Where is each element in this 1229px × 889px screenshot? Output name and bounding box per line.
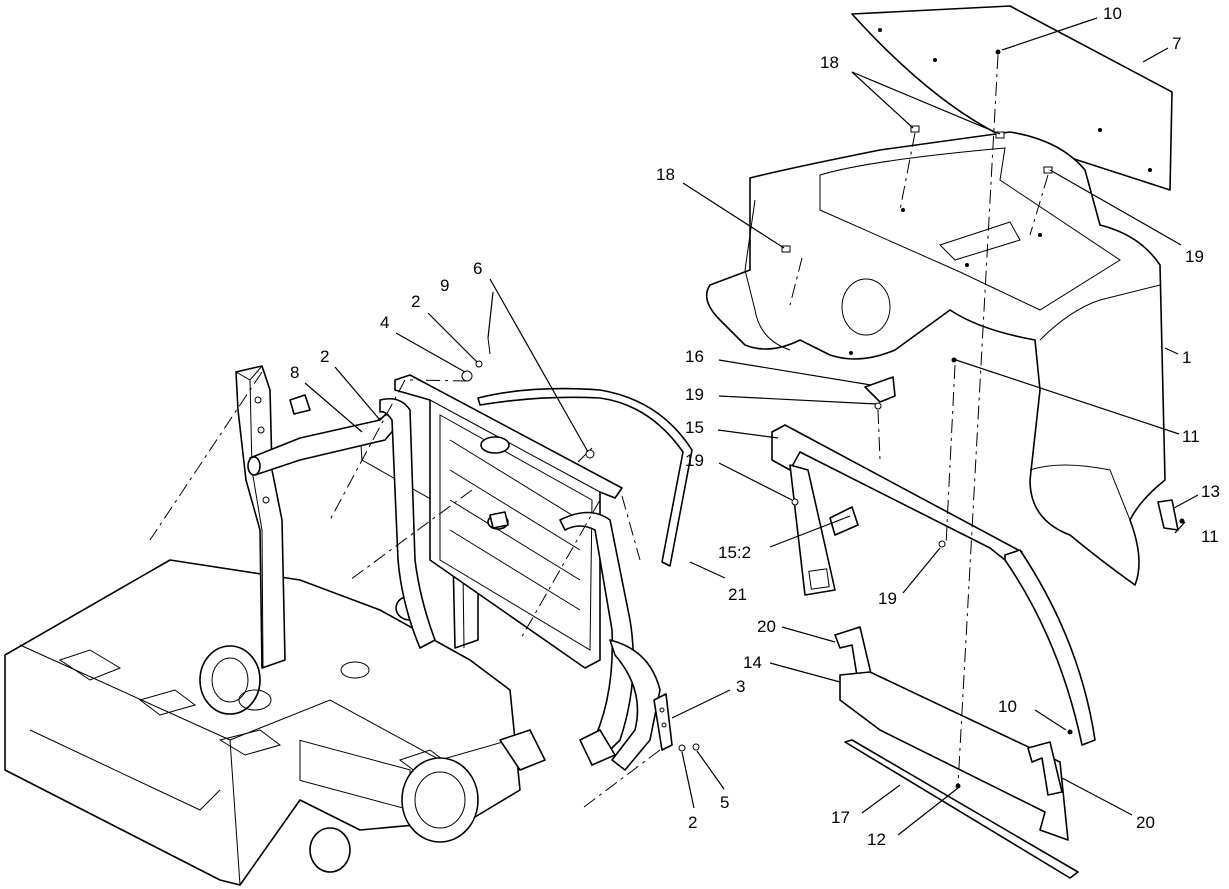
assembly-lines-right bbox=[789, 54, 1049, 786]
callout-21: 21 bbox=[728, 585, 747, 604]
part-14-lower-panel bbox=[839, 671, 1069, 841]
callout-13: 13 bbox=[1201, 482, 1220, 501]
callout-17: 17 bbox=[831, 808, 850, 827]
callout-3: 3 bbox=[736, 677, 745, 696]
callout-18-top: 18 bbox=[820, 53, 839, 72]
part-1-shroud bbox=[705, 131, 1166, 586]
callout-10-lower: 10 bbox=[998, 697, 1017, 716]
part-7-top-plate bbox=[851, 5, 1173, 191]
part-20-lower-clip bbox=[1027, 741, 1063, 796]
part-16-clip bbox=[864, 376, 896, 410]
callout-5: 5 bbox=[720, 793, 729, 812]
callout-16: 16 bbox=[685, 347, 704, 366]
callout-15-2: 15:2 bbox=[718, 543, 751, 562]
callout-7: 7 bbox=[1172, 34, 1181, 53]
callout-10-top: 10 bbox=[1103, 4, 1122, 23]
callout-2-mid: 2 bbox=[320, 347, 329, 366]
callout-6: 6 bbox=[473, 259, 482, 278]
callout-2-top: 2 bbox=[411, 292, 420, 311]
leader-lines bbox=[304, 17, 1199, 836]
callout-labels: 10 7 18 18 19 1 6 9 2 4 2 8 16 19 15 11 … bbox=[290, 4, 1220, 849]
callout-20-lower: 20 bbox=[1136, 813, 1155, 832]
chassis-frame bbox=[4, 365, 673, 886]
callout-18-left: 18 bbox=[656, 165, 675, 184]
callout-9: 9 bbox=[440, 276, 449, 295]
callout-8: 8 bbox=[290, 363, 299, 382]
callout-11-lower: 11 bbox=[1201, 527, 1219, 546]
callout-2-bottom: 2 bbox=[688, 813, 697, 832]
callout-4: 4 bbox=[380, 313, 389, 332]
callout-19-b: 19 bbox=[685, 451, 704, 470]
callout-15: 15 bbox=[685, 418, 704, 437]
part-6-rod bbox=[577, 447, 595, 463]
callout-1: 1 bbox=[1182, 348, 1191, 367]
callout-19-a: 19 bbox=[685, 385, 704, 404]
callout-11-upper: 11 bbox=[1182, 427, 1200, 446]
callout-19-c: 19 bbox=[878, 589, 897, 608]
callout-14: 14 bbox=[743, 653, 762, 672]
callout-19-right: 19 bbox=[1185, 247, 1204, 266]
part-17-strip bbox=[844, 739, 1079, 879]
callout-20-upper: 20 bbox=[757, 617, 776, 636]
part-21-tube bbox=[477, 387, 693, 567]
callout-12: 12 bbox=[867, 830, 886, 849]
